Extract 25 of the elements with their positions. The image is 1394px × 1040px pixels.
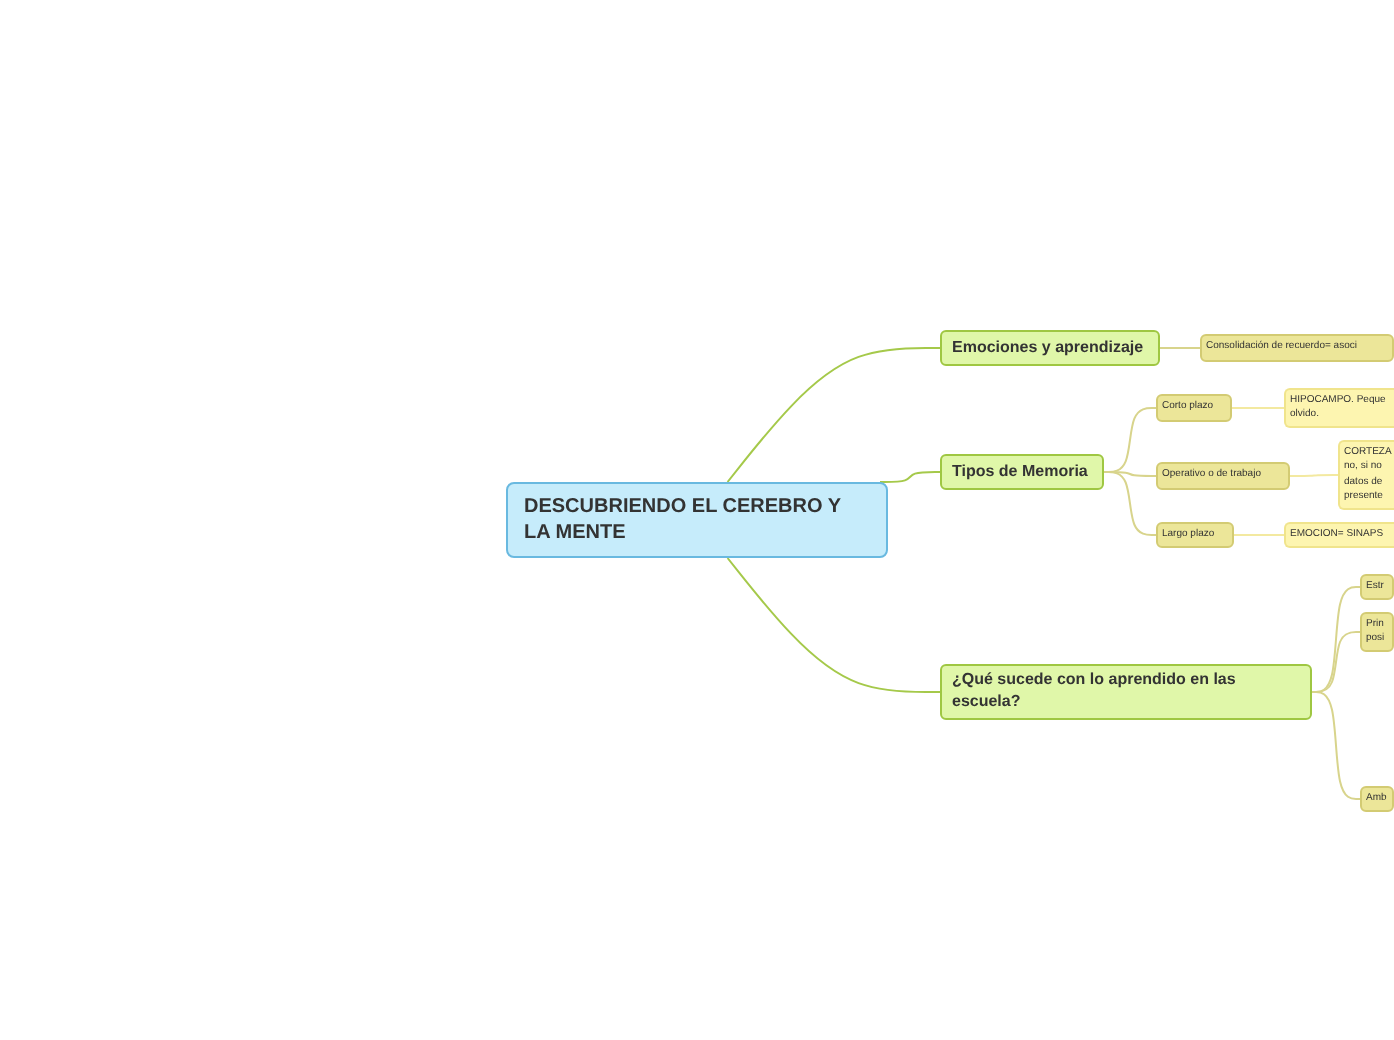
topic-text: DESCUBRIENDO EL CEREBRO Y LA MENTE — [524, 494, 843, 546]
detail-box — [1284, 522, 1394, 548]
connector-line — [1103, 471, 1157, 536]
connector-line — [1159, 347, 1201, 349]
subtopic-box — [1360, 574, 1394, 600]
connector-line — [1233, 534, 1285, 536]
connector-line — [726, 347, 941, 483]
connector-line — [726, 557, 941, 693]
topic-text: Emociones y aprendizaje — [952, 337, 1144, 359]
connector-line — [1231, 407, 1285, 409]
connector-line — [1311, 691, 1361, 800]
subtopic-box — [1156, 462, 1290, 490]
subtopic-box — [1156, 394, 1232, 422]
subtopic-box — [1360, 612, 1394, 652]
topic-text: ¿Qué sucede con lo aprendido en las escuela? — [952, 670, 1238, 714]
connector-line — [1289, 474, 1339, 477]
main-topic-box — [940, 330, 1160, 366]
main-topic-box — [940, 664, 1312, 720]
topic-text: Tipos de Memoria — [952, 461, 1088, 483]
subtopic-box — [1156, 522, 1234, 548]
connector-line — [879, 471, 941, 483]
subtopic-box — [1200, 334, 1394, 362]
central-topic-box — [506, 482, 888, 558]
subtopic-box — [1360, 786, 1394, 812]
main-topic-box — [940, 454, 1104, 490]
